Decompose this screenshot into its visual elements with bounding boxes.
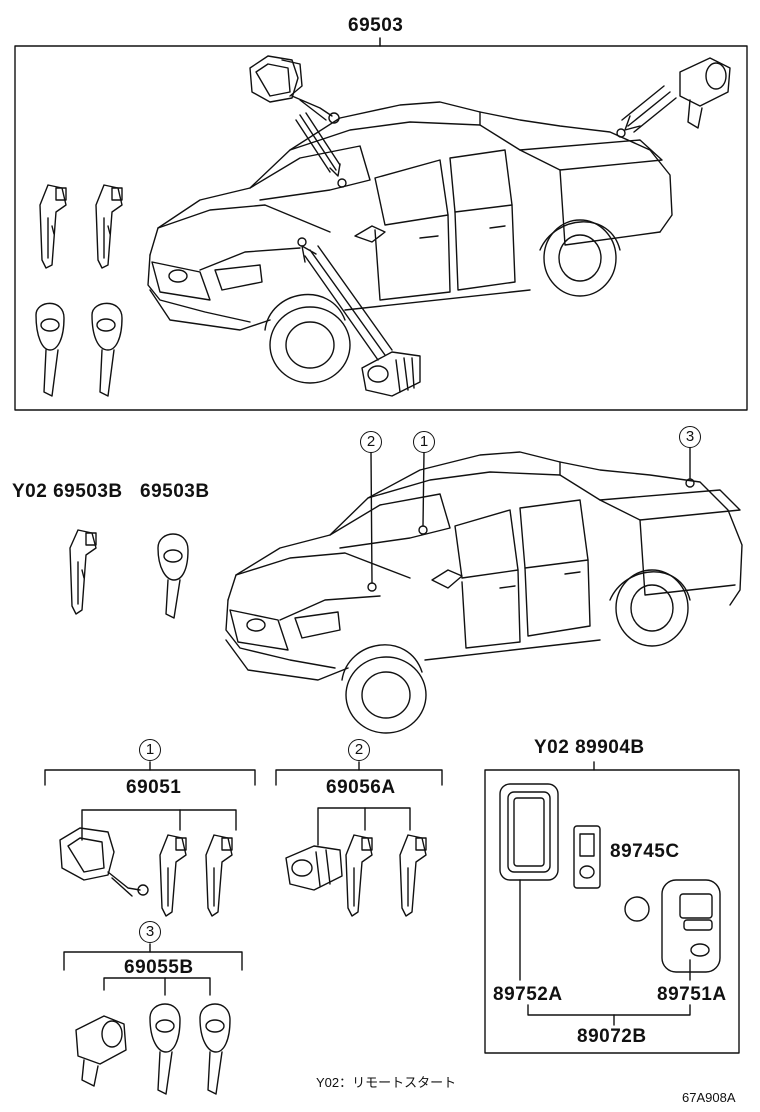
top-truck-illustration: [147, 101, 673, 384]
group1-callout: 1: [139, 739, 161, 761]
group2-part-number: 69056A: [326, 777, 396, 798]
top-ignition-switch: [249, 55, 340, 124]
top-tailgate-cylinder: [679, 57, 731, 129]
group1-part-number: 69051: [126, 777, 182, 798]
remote-part-number: 89904B: [575, 737, 645, 758]
top-keys: [35, 184, 123, 397]
remote-prefix: Y02: [534, 737, 570, 758]
key-right-part-number: 69503B: [140, 481, 210, 502]
callout-1: 1: [413, 431, 435, 453]
group2-parts: [285, 834, 427, 917]
assembly-part-number: 89072B: [577, 1026, 647, 1047]
top-assembly-frame: [14, 37, 748, 411]
remote-label: Y02 89904B: [534, 738, 645, 758]
case-part-number: 89752A: [493, 984, 563, 1005]
group2-bracket: [275, 761, 443, 846]
battery-part-number: 89745C: [610, 841, 680, 862]
group3-part-number: 69055B: [124, 957, 194, 978]
key-left-label: Y02 69503B: [12, 482, 123, 502]
remote-frame: [484, 761, 740, 1054]
top-door-cylinder: [361, 351, 421, 397]
diagram-id: 67A908A: [682, 1090, 736, 1105]
callout-2: 2: [360, 431, 382, 453]
transmitter-part-number: 89751A: [657, 984, 727, 1005]
footnote: Y02：リモートスタート: [316, 1075, 457, 1090]
group1-parts: [59, 827, 233, 917]
group3-parts: [75, 1003, 231, 1095]
top-assembly-part-number: 69503: [348, 15, 404, 36]
key-left-part-number: 69503B: [53, 481, 123, 502]
callout-3: 3: [679, 426, 701, 448]
group3-bracket: [63, 943, 243, 996]
key-left-prefix: Y02: [12, 481, 48, 502]
remote-parts: [499, 783, 721, 1026]
group1-bracket: [44, 761, 256, 841]
group3-callout: 3: [139, 921, 161, 943]
middle-keys: [69, 529, 189, 619]
group2-callout: 2: [348, 739, 370, 761]
middle-truck-illustration: [225, 447, 743, 734]
top-arrows: [295, 85, 677, 361]
